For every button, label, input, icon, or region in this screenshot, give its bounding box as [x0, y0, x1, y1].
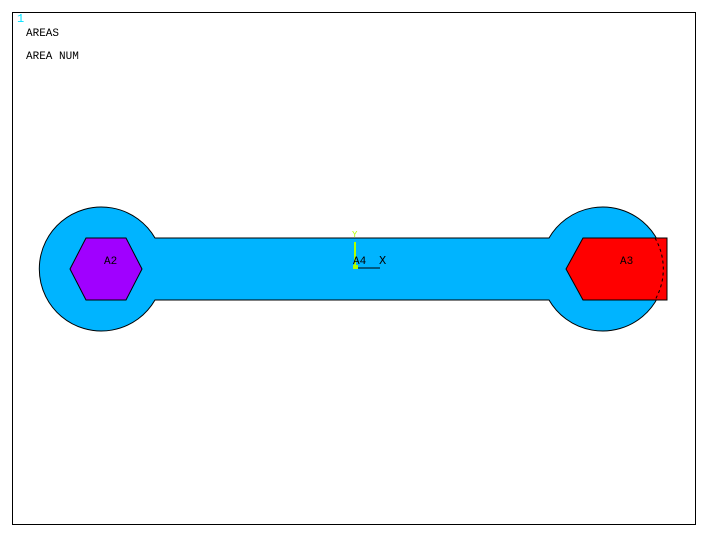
- graphics-window[interactable]: [12, 12, 696, 525]
- area-label-a2: A2: [104, 256, 118, 268]
- triad-x-label: X: [379, 254, 387, 268]
- area-a2[interactable]: [69, 237, 143, 301]
- window-number: 1: [17, 12, 25, 26]
- triad-y-label: Y: [352, 230, 358, 240]
- area-label-a3: A3: [620, 256, 634, 268]
- plot-subtitle: AREA NUM: [26, 51, 79, 63]
- area-label-a4: A4: [353, 256, 367, 268]
- area-a3[interactable]: [565, 237, 668, 301]
- hidden-arc: [654, 237, 664, 301]
- area-a4[interactable]: [38, 206, 666, 332]
- coordinate-triad: [353, 242, 380, 269]
- plot-title: AREAS: [26, 28, 60, 40]
